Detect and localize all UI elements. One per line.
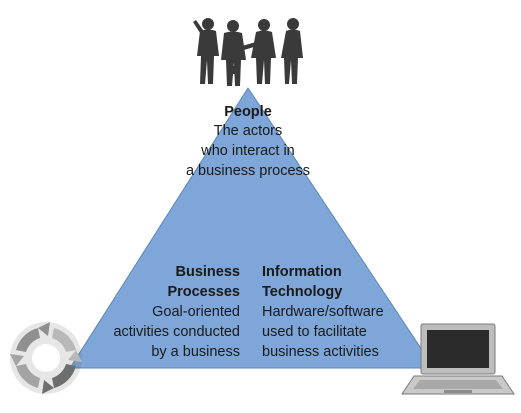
people-description-line-1: The actors [213,123,283,139]
technology-title-line-2: Technology [262,284,343,300]
laptop-icon [401,323,515,395]
processes-description-line-1: Goal-oriented [152,304,240,320]
people-description-line-2: who interact in [201,143,295,159]
technology-description-line-1: Hardware/software [262,304,384,320]
people-title: People [224,104,272,120]
technology-title-line-1: Information [262,264,342,280]
business-people-icon [193,18,303,86]
cycle-arrows-icon [10,322,82,394]
processes-description-line-2: activities conducted [113,324,240,340]
pyramid-triangle [69,87,435,369]
technology-description-line-2: used to facilitate [262,324,367,340]
processes-title-line-1: Business [175,264,240,280]
technology-description-line-3: business activities [262,344,379,360]
people-description-line-3: a business process [185,163,311,179]
processes-description-line-3: by a business [151,344,240,360]
processes-title-line-2: Processes [167,284,240,300]
